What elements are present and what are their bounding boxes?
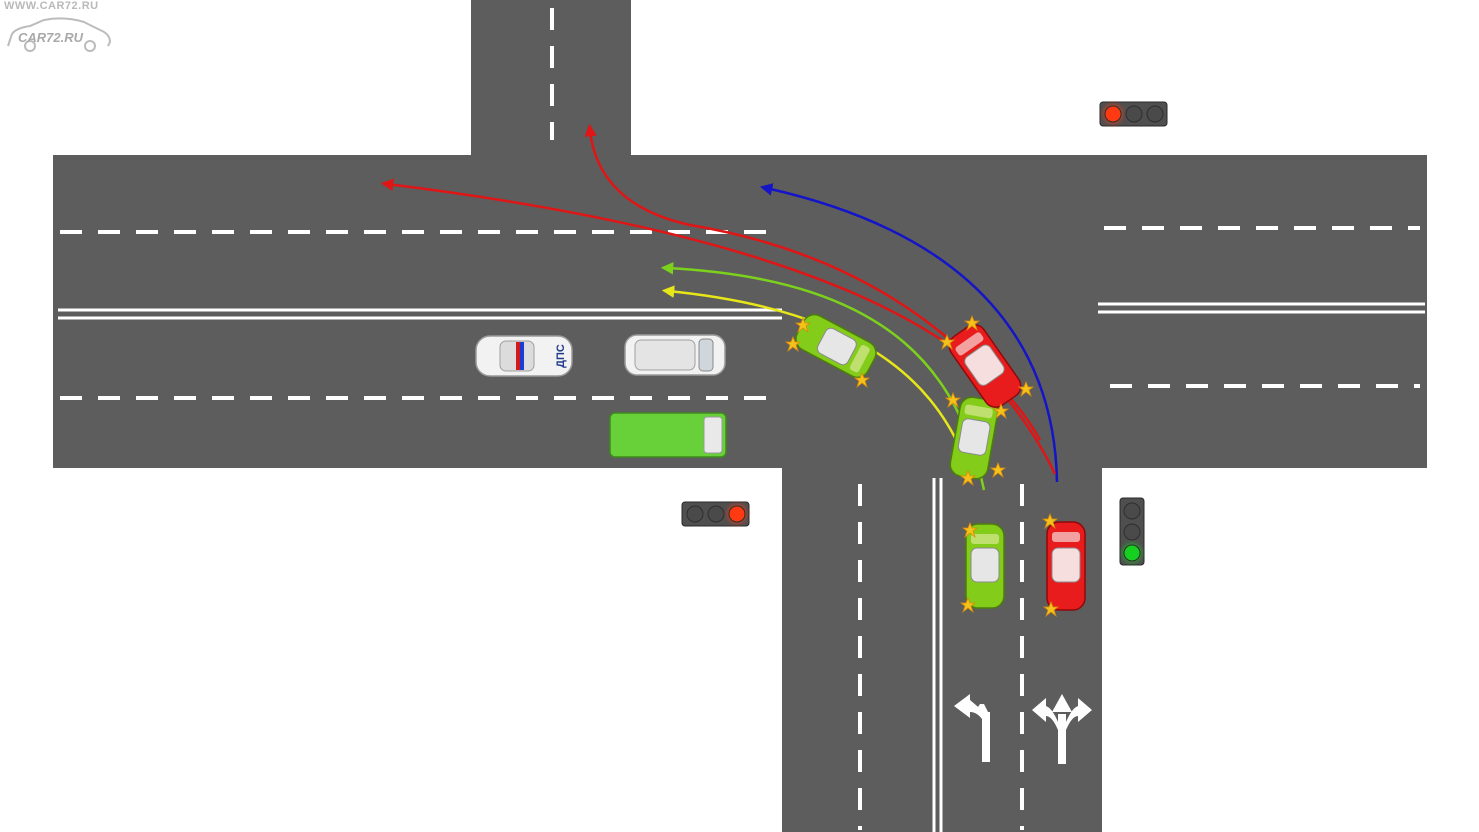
traffic-light-lamp bbox=[686, 505, 704, 523]
watermark: WWW.CAR72.RU CAR72.RU bbox=[4, 0, 112, 52]
white-car-icon bbox=[624, 334, 726, 376]
road-surface bbox=[53, 0, 1427, 832]
green-car-icon bbox=[949, 396, 999, 480]
vehicles: ДПС bbox=[475, 313, 1086, 611]
traffic-light-lamp bbox=[1125, 105, 1143, 123]
traffic-light-lamp bbox=[1146, 105, 1164, 123]
turn-path-arrow-icon bbox=[759, 183, 1059, 483]
road-markings bbox=[58, 8, 1425, 832]
traffic-light-icon bbox=[681, 501, 750, 527]
traffic-light-icon bbox=[1099, 101, 1168, 127]
traffic-light-lamp bbox=[1123, 502, 1141, 520]
police-car-label: ДПС bbox=[555, 344, 567, 368]
traffic-light-lamp bbox=[1104, 105, 1122, 123]
traffic-light-icon bbox=[1119, 497, 1145, 566]
lane-arrow-left-straight-right-icon bbox=[1032, 694, 1092, 764]
traffic-light-lamp bbox=[1123, 523, 1141, 541]
traffic-light-lamp bbox=[1123, 544, 1141, 562]
lane-arrow-straight-left-icon bbox=[954, 694, 990, 762]
police-car-icon: ДПС bbox=[475, 335, 573, 377]
traffic-light-lamp bbox=[707, 505, 725, 523]
bus-icon bbox=[609, 412, 727, 458]
traffic-light-lamp bbox=[728, 505, 746, 523]
watermark-car-logo-icon bbox=[7, 17, 112, 52]
green-car-icon bbox=[965, 523, 1005, 609]
red-car-icon bbox=[948, 324, 1022, 408]
watermark-url: WWW.CAR72.RU bbox=[4, 0, 99, 12]
red-car-icon bbox=[1046, 521, 1086, 611]
watermark-logo-text: CAR72.RU bbox=[18, 30, 84, 45]
